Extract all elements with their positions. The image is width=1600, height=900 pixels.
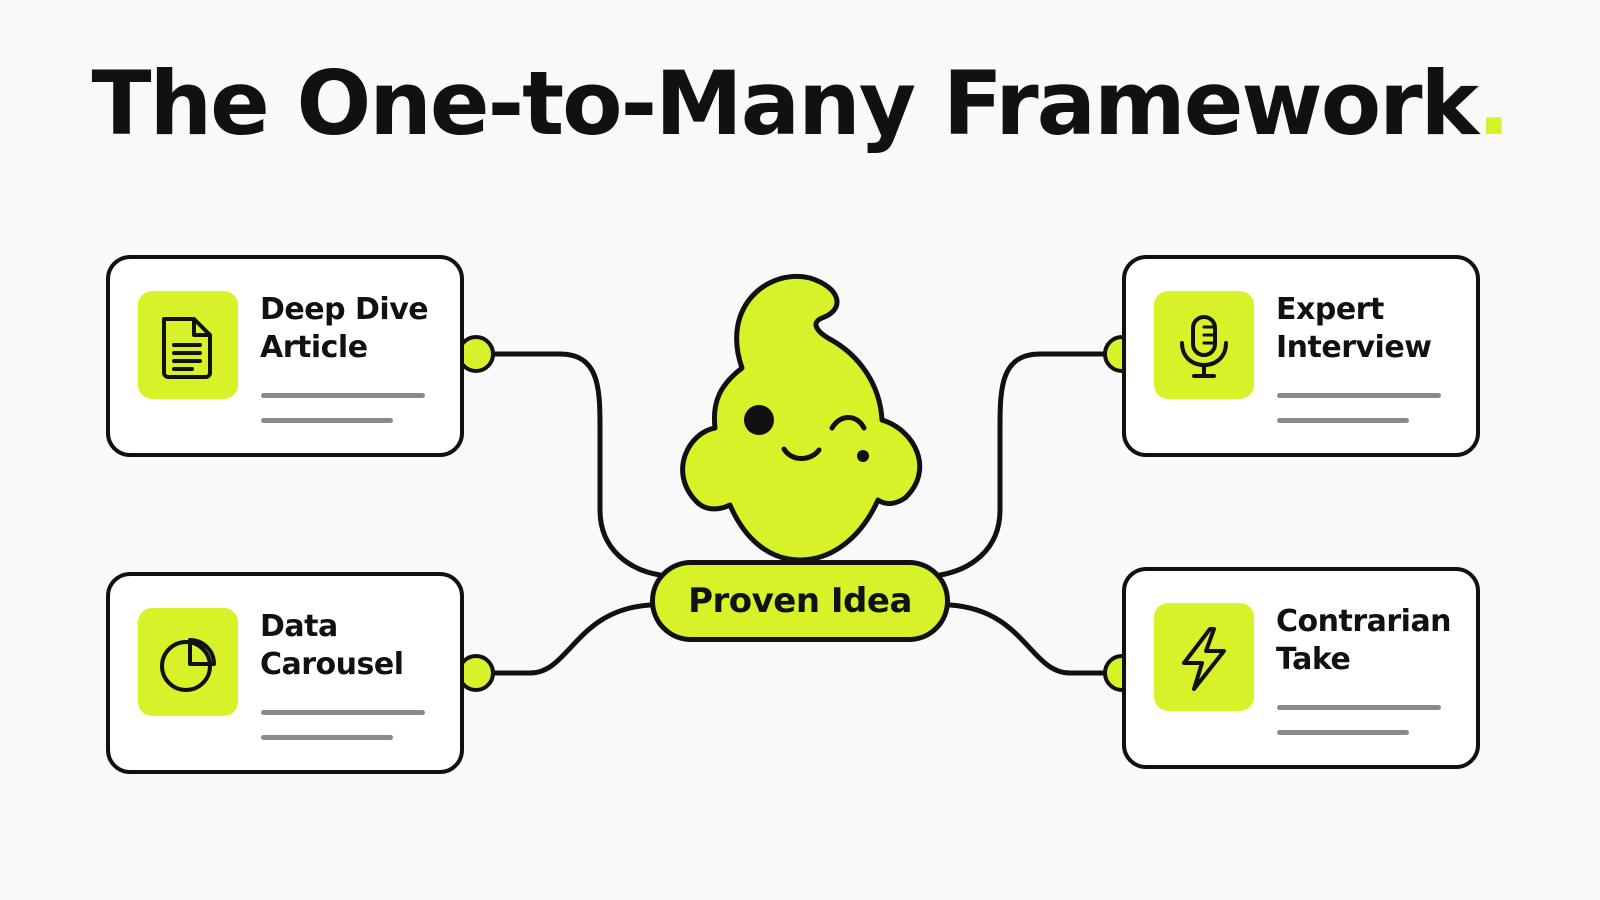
- document-icon: [162, 317, 212, 379]
- title-accent-dot: .: [1477, 52, 1510, 155]
- connector-data-carousel: [473, 602, 653, 676]
- connector-contrarian-take: [947, 602, 1125, 676]
- placeholder-text-line: [1277, 730, 1409, 735]
- pie-chart-icon: [160, 638, 216, 692]
- placeholder-text-line: [261, 710, 425, 715]
- connector-deep-dive: [473, 351, 663, 578]
- connector-node-data-carousel: [457, 654, 495, 692]
- card-label-line2: Carousel: [260, 647, 404, 682]
- card-icon-tile: [1154, 603, 1254, 711]
- smiling-blob-mascot: [680, 274, 923, 563]
- card-label-line1: Deep Dive: [260, 292, 429, 327]
- placeholder-text-line: [1277, 418, 1409, 423]
- card-label-line1: Expert: [1276, 292, 1384, 327]
- page-title: The One-to-Many Framework.: [0, 52, 1600, 155]
- placeholder-text-line: [1277, 393, 1441, 398]
- card-icon-tile: [1154, 291, 1254, 399]
- card-icon-tile: [138, 291, 238, 399]
- connector-node-deep-dive: [457, 335, 495, 373]
- lightning-icon: [1182, 627, 1226, 691]
- card-label-line1: Data: [260, 609, 338, 644]
- card-label-line2: Take: [1276, 642, 1351, 677]
- card-icon-tile: [138, 608, 238, 716]
- center-node-label: Proven Idea: [688, 581, 912, 621]
- card-label-line2: Interview: [1276, 330, 1432, 365]
- microphone-icon: [1180, 315, 1228, 378]
- title-text: The One-to-Many Framework: [91, 52, 1479, 155]
- card-label-line1: Contrarian: [1276, 604, 1452, 639]
- placeholder-text-line: [261, 393, 425, 398]
- placeholder-text-line: [261, 418, 393, 423]
- placeholder-text-line: [1277, 705, 1441, 710]
- card-label-line2: Article: [260, 330, 368, 365]
- center-node-proven-idea[interactable]: Proven Idea: [650, 560, 950, 642]
- connector-expert-interview: [937, 351, 1125, 578]
- placeholder-text-line: [261, 735, 393, 740]
